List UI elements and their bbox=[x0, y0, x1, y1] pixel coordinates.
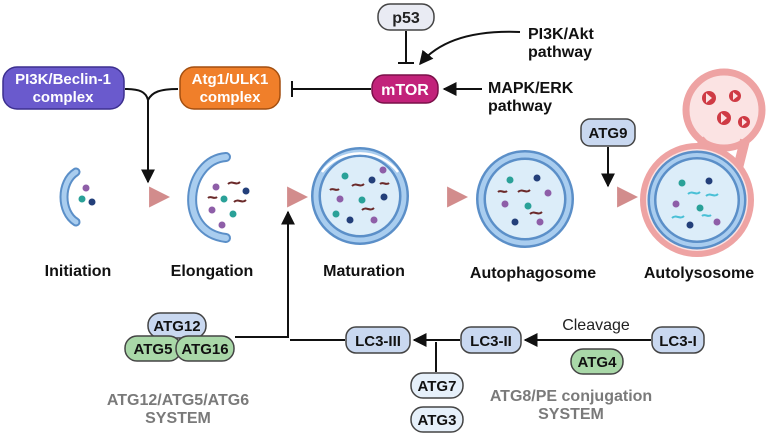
mtor-label: mTOR bbox=[381, 82, 429, 99]
pi3k-akt-arrow bbox=[419, 30, 521, 66]
stage-label-initiation: Initiation bbox=[45, 263, 112, 280]
atg9-node: ATG9 bbox=[580, 118, 636, 147]
phagophore-initiation bbox=[59, 167, 96, 227]
system2-label-2: SYSTEM bbox=[538, 406, 604, 423]
atg3-label: ATG3 bbox=[418, 412, 457, 429]
atg1-ulk1-complex: Atg1/ULK1 complex bbox=[179, 66, 281, 110]
complex-merge-bracket bbox=[124, 88, 179, 101]
pi3k-akt-label-1: PI3K/Akt bbox=[528, 26, 594, 43]
atg5-label: ATG5 bbox=[134, 341, 173, 358]
maturation-vesicle bbox=[311, 147, 409, 245]
stage-label-autophagosome: Autophagosome bbox=[470, 265, 596, 282]
autolysosome-vesicle bbox=[640, 68, 766, 257]
p53-label: p53 bbox=[392, 10, 420, 27]
system1-label-2: SYSTEM bbox=[145, 410, 211, 427]
stage-label-elongation: Elongation bbox=[171, 263, 254, 280]
atg7-label: ATG7 bbox=[418, 378, 457, 395]
pi3k-beclin-label-2: complex bbox=[33, 89, 95, 106]
system1-label-1: ATG12/ATG5/ATG6 bbox=[107, 392, 249, 409]
atg12-atg5-atg16-complex: ATG12 ATG5 ATG16 bbox=[124, 312, 235, 362]
atg7-node: ATG7 bbox=[410, 372, 464, 399]
atg12-label: ATG12 bbox=[153, 318, 200, 335]
stage-label-maturation: Maturation bbox=[323, 263, 405, 280]
lc3-ii-label: LC3-II bbox=[470, 333, 512, 350]
mapk-erk-label-1: MAPK/ERK bbox=[488, 80, 574, 97]
atg16-label: ATG16 bbox=[181, 341, 228, 358]
atg1-ulk1-label-1: Atg1/ULK1 bbox=[192, 71, 269, 88]
stage-label-autolysosome: Autolysosome bbox=[644, 265, 754, 282]
mapk-erk-label-2: pathway bbox=[488, 98, 552, 115]
mtor-node: mTOR bbox=[371, 74, 439, 104]
atg9-label: ATG9 bbox=[589, 125, 628, 142]
pi3k-beclin-label-1: PI3K/Beclin-1 bbox=[15, 71, 111, 88]
lc3-iii-label: LC3-III bbox=[355, 333, 401, 350]
cleavage-label: Cleavage bbox=[562, 317, 630, 334]
phagophore-elongation bbox=[187, 152, 250, 243]
atg12-to-maturation-arrow bbox=[235, 210, 295, 338]
lc3-iii-node: LC3-III bbox=[345, 326, 411, 354]
atg4-node: ATG4 bbox=[570, 348, 624, 375]
lc3-i-label: LC3-I bbox=[659, 333, 697, 350]
pi3k-beclin-complex: PI3K/Beclin-1 complex bbox=[2, 66, 125, 110]
autophagosome-vesicle bbox=[476, 150, 574, 248]
system2-label-1: ATG8/PE conjugation bbox=[490, 388, 652, 405]
pi3k-akt-label-2: pathway bbox=[528, 44, 592, 61]
atg1-ulk1-label-2: complex bbox=[200, 89, 262, 106]
atg3-node: ATG3 bbox=[410, 406, 464, 433]
lc3-ii-node: LC3-II bbox=[460, 326, 522, 354]
atg4-label: ATG4 bbox=[578, 354, 618, 371]
p53-node: p53 bbox=[377, 3, 435, 31]
lc3-i-node: LC3-I bbox=[651, 326, 705, 354]
